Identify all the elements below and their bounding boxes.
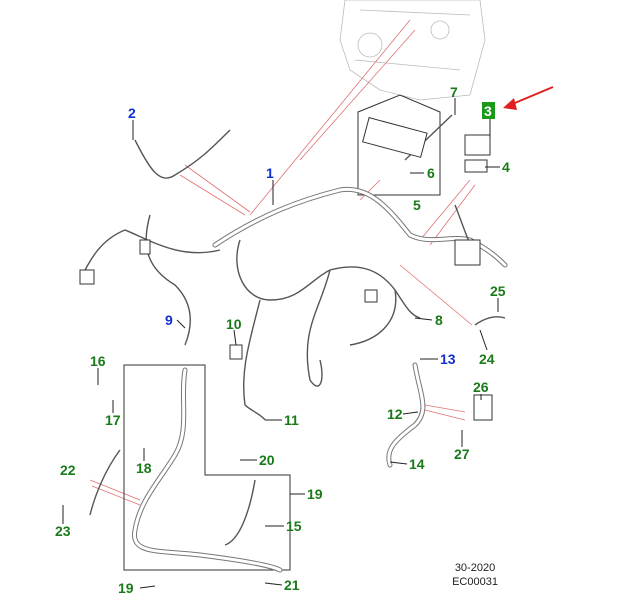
callout-19[interactable]: 19 — [307, 486, 323, 502]
lower-harness — [89, 316, 506, 573]
main-harness — [79, 114, 508, 421]
callout-6[interactable]: 6 — [427, 165, 435, 181]
callout-27[interactable]: 27 — [454, 446, 470, 462]
callout-22[interactable]: 22 — [60, 462, 76, 478]
callout-7[interactable]: 7 — [450, 84, 458, 100]
callout-26[interactable]: 26 — [473, 379, 489, 395]
callout-11[interactable]: 11 — [284, 412, 299, 428]
callout-8[interactable]: 8 — [435, 312, 443, 328]
callout-3[interactable]: 3 — [484, 103, 492, 119]
diagram-ref-code: EC00031 — [452, 576, 498, 588]
callout-15[interactable]: 15 — [286, 518, 302, 534]
engine-outline — [339, 0, 486, 101]
callout-10[interactable]: 10 — [226, 316, 242, 332]
bracket-group-box — [357, 94, 441, 196]
callout-24[interactable]: 24 — [479, 351, 495, 367]
callout-21[interactable]: 21 — [284, 577, 300, 593]
callout-3-highlight — [482, 102, 495, 119]
callout-14[interactable]: 14 — [409, 456, 425, 472]
callout-9[interactable]: 9 — [165, 312, 173, 328]
lower-harness-box — [123, 364, 291, 571]
callout-20[interactable]: 20 — [259, 452, 275, 468]
callout-5[interactable]: 5 — [413, 197, 421, 213]
callout-25[interactable]: 25 — [490, 283, 506, 299]
callout-1[interactable]: 1 — [266, 165, 274, 181]
callout-12[interactable]: 12 — [387, 406, 403, 422]
callout-18[interactable]: 18 — [136, 460, 152, 476]
callout-2[interactable]: 2 — [128, 105, 136, 121]
leader-lines — [62, 98, 500, 589]
connectors — [79, 117, 493, 421]
callout-23[interactable]: 23 — [55, 523, 71, 539]
callout-4[interactable]: 4 — [502, 159, 510, 175]
callout-16[interactable]: 16 — [90, 353, 106, 369]
callout-17[interactable]: 17 — [105, 412, 121, 428]
highlight-arrow — [503, 86, 554, 110]
callout-13[interactable]: 13 — [440, 351, 456, 367]
diagram-ref-line1: 30-2020 — [454, 562, 496, 574]
reference-lines — [89, 19, 476, 506]
callout-19[interactable]: 19 — [118, 580, 134, 596]
